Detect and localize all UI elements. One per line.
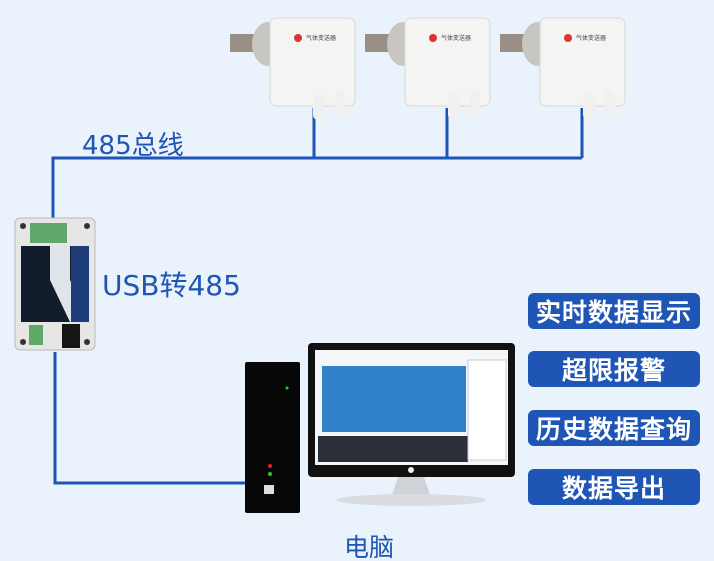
usb-485-converter: [14, 217, 96, 351]
bus-wire: [51, 156, 582, 230]
sensor-1: 气体变送器: [230, 17, 356, 120]
bus-label: 485总线: [82, 131, 184, 161]
usb-wire: [53, 352, 246, 485]
sensor-name-label: 气体变送器: [576, 34, 606, 42]
sensors: 气体变送器 气体变送器 气体变送器: [230, 17, 626, 120]
computer: [245, 343, 515, 513]
feature-realtime-display: 实时数据显示: [528, 293, 700, 329]
sensor-name-label: 气体变送器: [441, 34, 471, 42]
sensor-3: 气体变送器: [500, 17, 626, 120]
sensor-2: 气体变送器: [365, 17, 491, 120]
computer-label: 电脑: [344, 533, 395, 561]
sensor-name-label: 气体变送器: [306, 34, 336, 42]
feature-data-export: 数据导出: [528, 469, 700, 505]
feature-over-limit-alarm: 超限报警: [528, 351, 700, 387]
feature-history-query: 历史数据查询: [528, 410, 700, 446]
converter-label: USB转485: [102, 269, 241, 302]
